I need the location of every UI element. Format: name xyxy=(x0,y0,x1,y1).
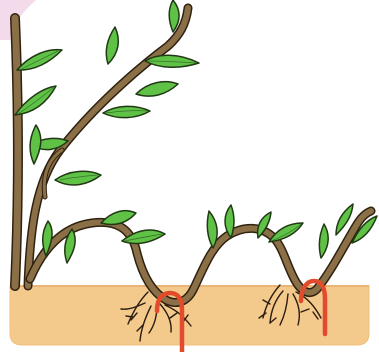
left-stem xyxy=(15,18,18,286)
